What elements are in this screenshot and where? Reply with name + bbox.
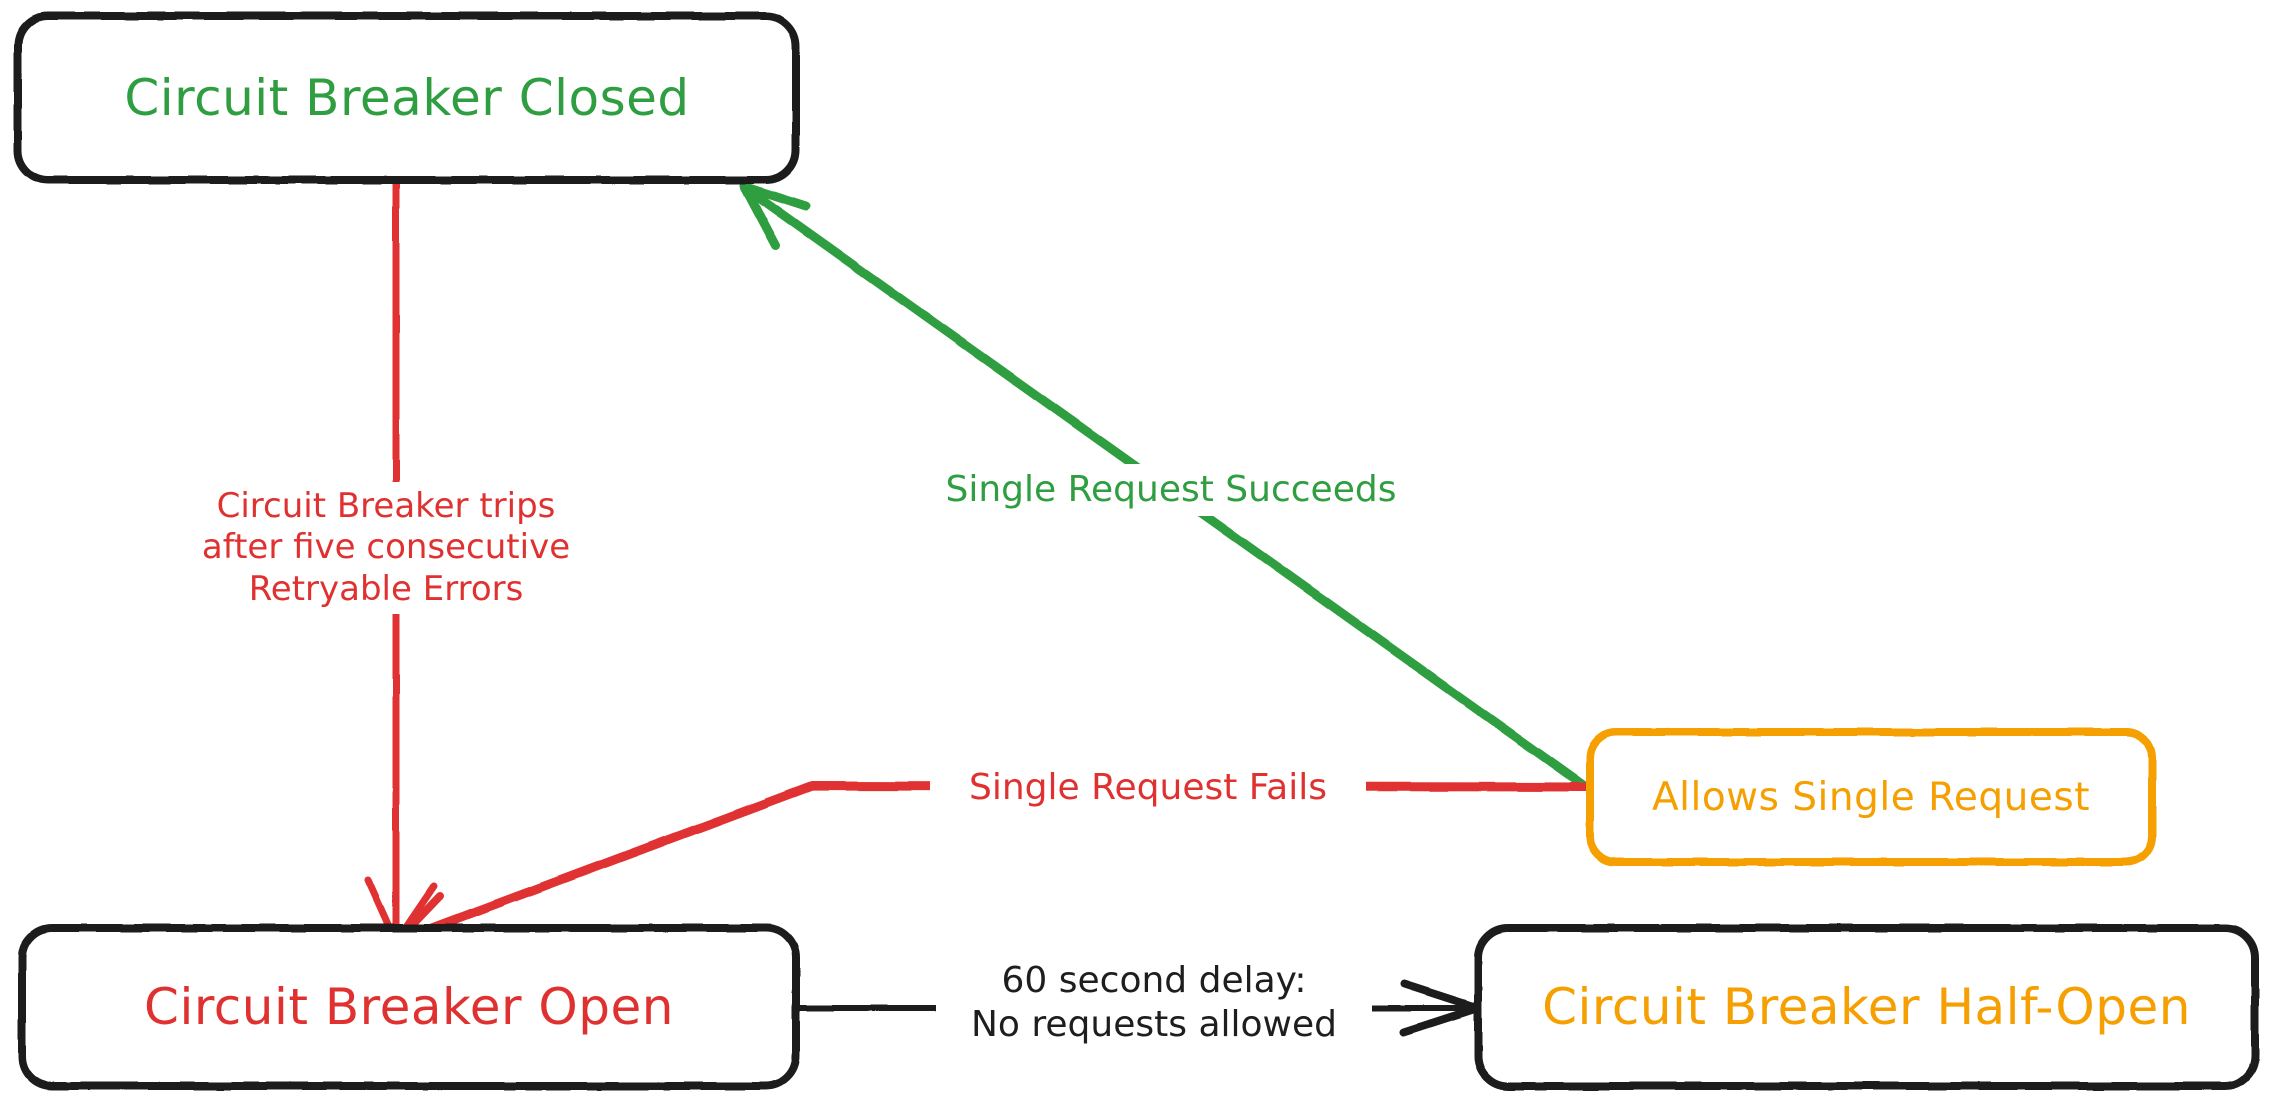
edge-single-request-succeeds [739,181,1591,792]
node-box-allows-single-request[interactable] [1586,728,2156,866]
edge-trips [364,178,438,946]
edge-single-request-fails [392,781,1591,946]
node-box-circuit-breaker-open[interactable] [18,924,800,1090]
node-box-circuit-breaker-half-open[interactable] [1474,924,2259,1090]
edge-sixty-second-delay [797,980,1482,1036]
node-box-circuit-breaker-closed[interactable] [14,12,800,184]
